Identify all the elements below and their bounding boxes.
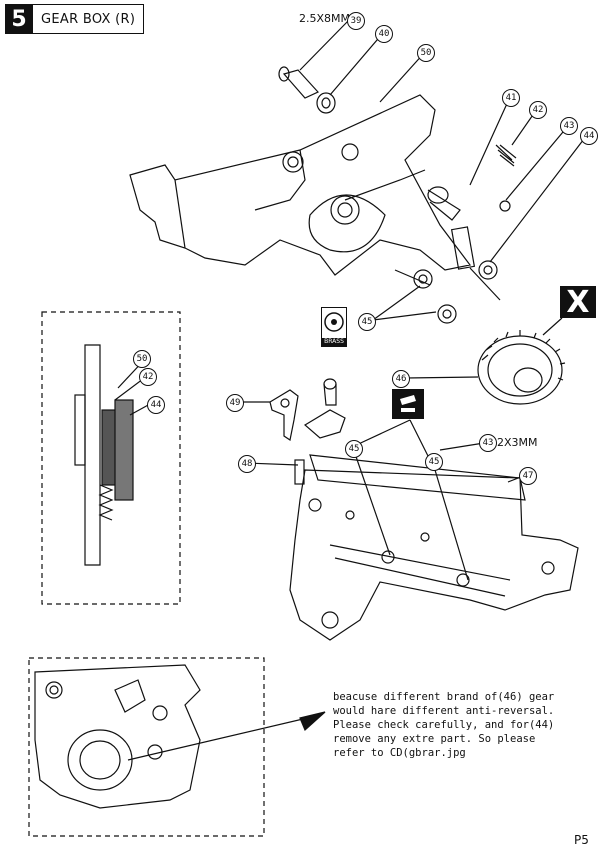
part-callout: 41: [502, 89, 520, 107]
x-marker: X: [560, 285, 596, 320]
part-callout: 44: [147, 396, 165, 414]
part-callout: 49: [226, 394, 244, 412]
part-callout: 50: [417, 44, 435, 62]
brass-bushing-icon: BRASS: [321, 307, 347, 347]
part-callout: 42: [529, 101, 547, 119]
part-callout: 43: [560, 117, 578, 135]
brass-label: BRASS: [322, 338, 346, 346]
part-callout: 45: [358, 313, 376, 331]
step-number: 5: [5, 4, 33, 34]
part-callout: 47: [519, 467, 537, 485]
part-callout: 40: [375, 25, 393, 43]
note-line: would hare different anti-reversal.: [333, 705, 555, 717]
part-callout: 39: [347, 12, 365, 30]
gearbox-shell-lower: [289, 469, 579, 641]
note-line: refer to CD(gbrar.jpg: [333, 747, 466, 759]
part-callout: 44: [580, 127, 598, 145]
part-callout: 48: [238, 455, 256, 473]
gear-icon: [324, 312, 344, 332]
part-callout: 43: [479, 434, 497, 452]
note-line: beacuse different brand of(46) gear: [333, 691, 555, 703]
step-header: 5 GEAR BOX (R): [5, 4, 145, 34]
compatibility-note: beacuse different brand of(46) gear woul…: [333, 690, 583, 760]
gearbox-shell-upper: [129, 94, 472, 276]
part-callout: 45: [425, 453, 443, 471]
part-callout: 45: [345, 440, 363, 458]
grease-icon: [392, 389, 424, 419]
screw-size-label: 2X3MM: [497, 436, 538, 449]
part-callout: 50: [133, 350, 151, 368]
part-callout: 46: [392, 370, 410, 388]
part-callout: 42: [139, 368, 157, 386]
note-line: Please check carefully, and for(44): [333, 719, 555, 731]
page-title: GEAR BOX (R): [33, 4, 145, 34]
page-number: P5: [574, 833, 589, 847]
note-line: remove any extre part. So please: [333, 733, 536, 745]
screw-size-label: 2.5X8MM: [299, 12, 351, 25]
